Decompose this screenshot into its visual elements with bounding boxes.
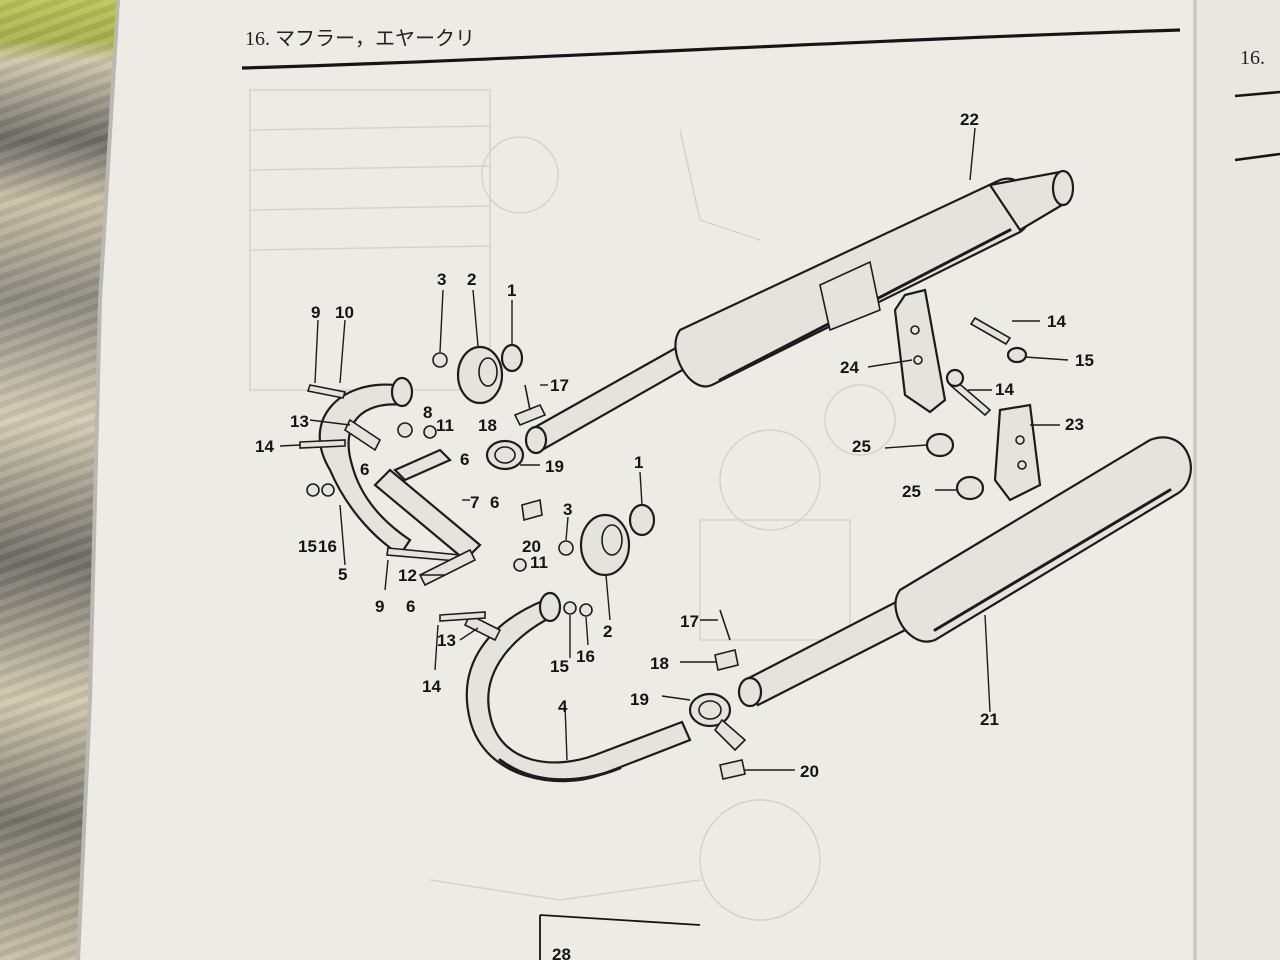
- exhaust-pipe-lower: [465, 591, 692, 783]
- nut-3-upper: [432, 352, 448, 368]
- label-2-upper: 2: [467, 270, 476, 289]
- clamp-lower: [688, 692, 747, 752]
- bolt-17-upper: [524, 384, 531, 411]
- label-4: 4: [558, 697, 568, 716]
- nut-15-left: [306, 483, 320, 497]
- exhaust-pipe-upper: [318, 376, 414, 557]
- bolt-17-lower: [719, 609, 731, 641]
- label-18-lower: 18: [650, 654, 669, 673]
- label-25-lower: 25: [902, 482, 921, 501]
- corner-number: 28: [552, 945, 571, 960]
- label-6-d: 6: [406, 597, 415, 616]
- gasket-upper: [500, 343, 524, 373]
- label-6-a: 6: [360, 460, 369, 479]
- label-22: 22: [960, 110, 979, 129]
- cooling-fin-lower: [579, 513, 631, 577]
- bolt-12: [418, 548, 477, 587]
- label-20-upper: 20: [522, 537, 541, 556]
- label-3-upper: 3: [437, 270, 446, 289]
- clip-13-lower: [463, 613, 502, 642]
- label-5: 5: [338, 565, 347, 584]
- label-19-lower: 19: [630, 690, 649, 709]
- clip-13-upper: [343, 418, 382, 452]
- label-21: 21: [980, 710, 999, 729]
- label-6-b: 6: [460, 450, 469, 469]
- collar-11-b: [513, 558, 527, 572]
- bracket-lower: [993, 403, 1042, 502]
- header-rule: [241, 28, 1181, 70]
- label-13-lower: 13: [437, 631, 456, 650]
- nut-3-lower: [558, 540, 574, 556]
- label-24: 24: [840, 358, 859, 377]
- label-25-upper: 25: [852, 437, 871, 456]
- stay-7: [373, 448, 482, 562]
- label-14-mid: 14: [995, 380, 1014, 399]
- label-11-a: 11: [436, 416, 454, 435]
- muffler-upper: [524, 169, 1075, 455]
- part-labels: 22 21 24 23 25 25 14 15 14 19 19 17 17 1…: [255, 110, 1094, 781]
- label-11-b: 11: [530, 553, 548, 572]
- label-14-left: 14: [255, 437, 274, 456]
- label-1-upper: 1: [507, 281, 516, 300]
- label-16-lower: 16: [576, 647, 595, 666]
- label-14-upper: 14: [1047, 312, 1066, 331]
- label-15-upper: 15: [1075, 351, 1094, 370]
- clamp-upper: [485, 439, 525, 471]
- bolt-nut-set: [945, 316, 1028, 417]
- nut-15-lower: [563, 601, 577, 615]
- pin-18-lower: [714, 649, 739, 671]
- label-12: 12: [398, 566, 417, 585]
- label-15-left: 15: [298, 537, 317, 556]
- label-2-lower: 2: [603, 622, 612, 641]
- muffler-lower: [737, 436, 1192, 708]
- right-header-title: 16.: [1240, 47, 1265, 69]
- label-13-upper: 13: [290, 412, 309, 431]
- label-1-lower: 1: [634, 453, 643, 472]
- label-6-c: 6: [490, 493, 499, 512]
- label-23: 23: [1065, 415, 1084, 434]
- label-9-upper: 9: [311, 303, 320, 322]
- label-20-lower: 20: [800, 762, 819, 781]
- collar-11-a: [423, 425, 437, 439]
- label-14-lower: 14: [422, 677, 441, 696]
- washer-16-lower: [579, 603, 593, 617]
- label-17-lower: 17: [680, 612, 699, 631]
- label-10: 10: [335, 303, 354, 322]
- washer-8: [397, 422, 413, 438]
- label-3-lower: 3: [563, 500, 572, 519]
- bolt-9-upper: [306, 384, 347, 399]
- header-title: 16. マフラー，エヤークリ: [245, 27, 475, 50]
- bolt-14-left: [299, 439, 346, 449]
- bolt-14-lower: [439, 611, 486, 622]
- leader-lines: [279, 127, 1069, 771]
- label-15-lower: 15: [550, 657, 569, 676]
- pin-20-upper: [521, 498, 543, 522]
- pin-18-upper: [513, 403, 547, 427]
- label-18-upper: 18: [478, 416, 497, 435]
- pin-20-lower: [719, 759, 746, 780]
- label-16-left: 16: [318, 537, 337, 556]
- label-8: 8: [423, 403, 432, 422]
- washer-16-left: [321, 483, 335, 497]
- gasket-lower: [628, 503, 656, 537]
- right-page: [1195, 0, 1280, 960]
- label-17-upper: 17: [550, 376, 569, 395]
- bracket-upper: [893, 288, 947, 414]
- label-19-upper: 19: [545, 457, 564, 476]
- label-9-lower: 9: [375, 597, 384, 616]
- cooling-fin-upper: [456, 345, 504, 405]
- label-7: 7: [470, 493, 479, 512]
